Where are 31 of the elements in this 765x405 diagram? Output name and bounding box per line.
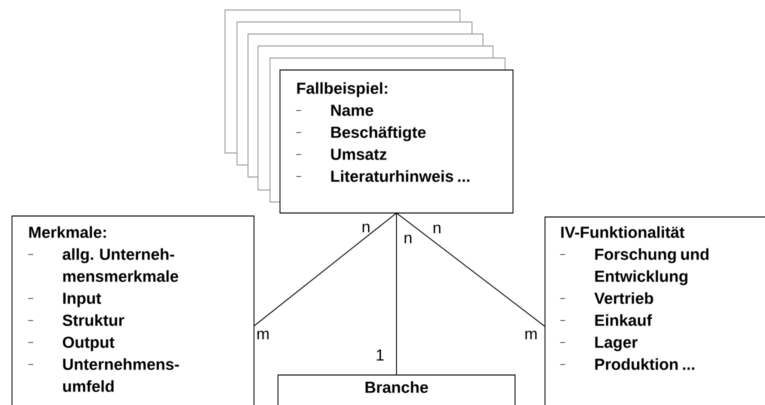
cardinality-label: n — [362, 224, 370, 232]
connector-line — [396, 212, 397, 376]
cardinality-label: 1 — [376, 350, 384, 360]
list-item: Forschung und Entwicklung — [560, 248, 708, 286]
list-item: Lager — [560, 336, 638, 352]
cardinality-label: m — [257, 330, 269, 340]
list-item: Output — [28, 336, 114, 352]
box-heading: Fallbeispiel: — [297, 82, 388, 98]
connector-line — [396, 212, 546, 327]
list-item: Einkauf — [560, 314, 652, 326]
box-heading: Merkmale: — [29, 226, 106, 238]
cardinality-label: n — [404, 234, 412, 244]
connector-line — [254, 212, 397, 326]
entity-box — [278, 374, 516, 405]
entity-box — [280, 70, 514, 214]
entity-box — [12, 216, 254, 405]
list-item: Beschäftigte — [296, 126, 426, 142]
box-heading: IV-Funktionalität — [561, 226, 684, 238]
list-item: Literaturhinweis ... — [296, 170, 470, 182]
list-item: Unternehmens-umfeld — [28, 358, 179, 392]
list-item: Vertrieb — [560, 292, 654, 304]
list-item: allg. Unterneh-mensmerkmale — [28, 248, 178, 282]
list-item: Umsatz — [296, 148, 387, 160]
cardinality-label: m — [525, 330, 537, 340]
list-item: Name — [296, 104, 374, 116]
list-item: Input — [28, 292, 102, 308]
list-item: Struktur — [28, 314, 124, 326]
box-heading: Branche — [366, 381, 428, 393]
entity-box — [544, 216, 765, 405]
list-item: Produktion ... — [560, 358, 694, 370]
cardinality-label: n — [434, 224, 440, 234]
